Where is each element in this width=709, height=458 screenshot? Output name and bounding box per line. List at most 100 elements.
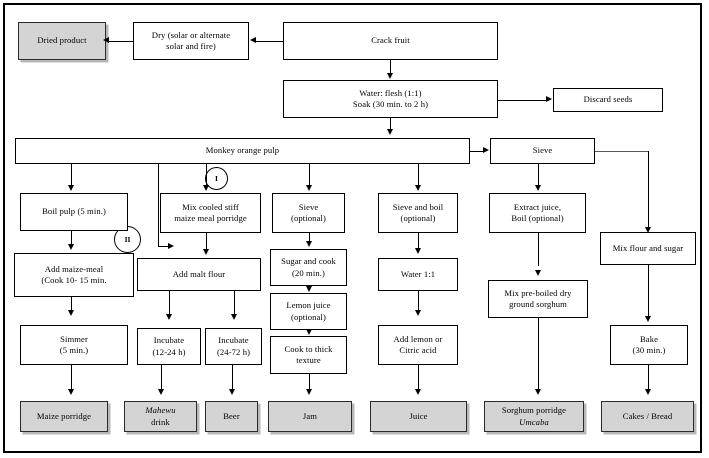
node-simmer[interactable]: Simmer (5 min.) [20,325,128,365]
arrowhead-pulp-to-sieveopt [305,185,312,191]
node-label: Dried product [37,35,87,46]
node-label: Monkey orange pulp [205,145,280,156]
connector-incubate-b-to-beer [231,365,233,390]
node-mix-flour-sugar[interactable]: Mix flour and sugar [600,232,696,265]
node-label-line1: Mix pre-boiled dry [504,287,572,298]
connector-boil-to-maize [70,231,72,245]
marker-label: II [124,235,131,244]
arrowhead-sieveboil-to-water [414,248,421,254]
node-label-line2: (5 min.) [59,345,89,355]
product-maize-porridge[interactable]: Maize porridge [20,401,108,432]
node-sieve-right[interactable]: Sieve [490,138,595,164]
node-extract-juice[interactable]: Extract juice, Boil (optional) [489,193,586,233]
product-cakes-bread[interactable]: Cakes / Bread [601,401,694,432]
arrowhead-to-jam [305,389,312,395]
arrowhead-markerii-to-malt [168,243,174,249]
node-water-soak[interactable]: Water: flesh (1:1) Soak (30 min. to 2 h) [283,80,498,118]
node-label-line2: Soak (30 min. to 2 h) [352,99,429,109]
connector-pulp-branch-boil [70,164,72,186]
node-monkey-orange-pulp[interactable]: Monkey orange pulp [15,138,470,164]
arrowhead-to-sorghum-porridge [534,389,541,395]
node-label: Discard seeds [583,94,633,105]
arrowhead-malt-to-incubate-b [230,314,237,320]
marker-label: I [215,174,218,183]
arrowhead-soak-to-discard [546,96,552,102]
node-cook-thick-texture[interactable]: Cook to thick texture [270,336,347,374]
node-lemon-juice[interactable]: Lemon juice (optional) [270,293,347,330]
node-discard-seeds[interactable]: Discard seeds [553,88,663,112]
product-sorghum-porridge[interactable]: Sorghum porridge Umcaba [484,401,584,432]
node-label-line1: Incubate [153,335,185,346]
arrowhead-water-to-lemoncitric [414,310,421,316]
connector-markerii-elbow [157,246,172,248]
arrowhead-pulp-to-sieveboil [414,185,421,191]
node-incubate-12-24[interactable]: Incubate (12-24 h) [137,328,201,365]
diagram-border [3,3,702,453]
connector-sorghum-to-porridge [537,318,539,390]
node-label-line2: (optional) [291,311,326,322]
node-mix-cooled-porridge[interactable]: Mix cooled stiff maize meal porridge [160,193,261,233]
connector-incubate-a-to-mahewu [160,365,162,390]
node-add-malt-flour[interactable]: Add malt flour [137,258,261,291]
connector-pulp-to-sieve [470,150,484,152]
product-beer[interactable]: Beer [205,401,258,432]
arrowhead-dry-to-dried [103,37,109,43]
product-juice[interactable]: Juice [370,401,467,432]
connector-crack-to-dry [256,40,283,42]
arrowhead-malt-to-incubate-a [165,314,172,320]
node-label-line1: Bake [639,333,659,344]
arrowhead-soak-to-pulp [386,129,393,135]
connector-sieve-down [648,150,650,229]
node-water-1-1[interactable]: Water 1:1 [378,258,458,291]
arrowhead-mixflour-to-bake [645,316,651,322]
connector-lemoncitric-to-juice [417,365,419,390]
node-label: Boil pulp (5 min.) [42,206,106,217]
connector-sieve-to-extract [537,164,539,186]
product-mahewu-drink[interactable]: Mahewu drink [124,401,197,432]
node-label-line2: (Cook 10- 15 min. [41,275,107,285]
node-label-line1: Add maize-meal [44,263,104,274]
connector-sieveboil-to-water [417,233,419,249]
node-bake[interactable]: Bake (30 min.) [610,325,688,365]
node-mix-preboiled-sorghum[interactable]: Mix pre-boiled dry ground sorghum [488,280,588,318]
node-label-line1: Sieve [298,201,319,212]
node-label-line2: ground sorghum [509,299,567,309]
node-label-line2: texture [296,355,321,365]
node-sieve-and-boil[interactable]: Sieve and boil (optional) [378,193,458,233]
node-label-line1: Water: flesh (1:1) [359,87,422,98]
node-sieve-optional[interactable]: Sieve (optional) [272,193,345,233]
node-label-line2: (optional) [400,213,436,223]
product-label: Beer [223,410,240,421]
arrowhead-to-cakes [645,389,651,395]
node-label-line1: Add lemon or [393,333,443,344]
arrowhead-to-juice [414,389,421,395]
node-dry[interactable]: Dry (solar or alternate solar and fire) [133,22,249,60]
node-crack-fruit[interactable]: Crack fruit [283,22,498,60]
node-dried-product[interactable]: Dried product [18,22,106,60]
node-label-line1: Sugar and cook [281,256,336,267]
node-label-line1: Dry (solar or alternate [151,29,231,40]
node-incubate-24-72[interactable]: Incubate (24-72 h) [205,328,262,365]
connector-mixcooled-to-malt [205,233,207,250]
node-label-line1: Mix cooled stiff [182,201,239,212]
node-add-maize-meal[interactable]: Add maize-meal (Cook 10- 15 min. [14,253,134,297]
product-label-line2: Umcaba [519,416,549,427]
arrowhead-crack-to-dry [250,37,256,43]
connector-dry-to-dried [108,40,133,42]
connector-water-to-lemoncitric [417,291,419,311]
connector-malt-to-incubate-b [233,291,235,315]
node-boil-pulp[interactable]: Boil pulp (5 min.) [20,193,128,231]
connector-maize-to-simmer [70,297,72,311]
product-label: Cakes / Bread [622,410,673,421]
node-label-line1: Lemon juice [286,300,331,311]
connector-malt-to-incubate-a [168,291,170,315]
node-label-line2: (optional) [291,213,326,223]
arrowhead-lemon-to-cook [305,329,312,335]
node-sugar-and-cook[interactable]: Sugar and cook (20 min.) [270,249,347,286]
connector-sieveopt-to-sugar [308,233,310,243]
arrowhead-mixcooled-to-malt [202,249,209,255]
product-jam[interactable]: Jam [268,401,352,432]
arrowhead-sugar-to-lemon [305,286,312,292]
node-add-lemon-citric[interactable]: Add lemon or Citric acid [378,325,458,365]
